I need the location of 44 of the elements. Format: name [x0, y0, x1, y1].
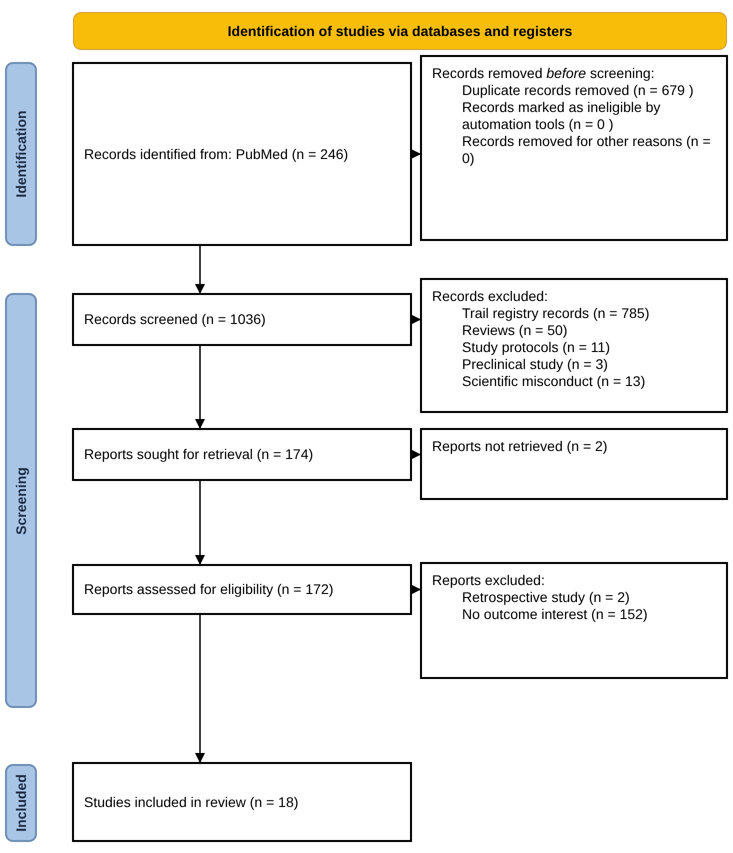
process-box — [72, 762, 412, 842]
list-item: No outcome interest (n = 152) — [461, 606, 649, 623]
box-text: Records excluded: — [432, 288, 549, 305]
box-text: Reports not retrieved (n = 2) — [432, 438, 608, 455]
process-box — [72, 293, 412, 346]
stage-label: Included — [13, 774, 29, 832]
exclusion-box — [420, 428, 728, 500]
list-item: Scientific misconduct (n = 13) — [461, 373, 646, 390]
exclusion-box — [420, 278, 728, 413]
box-text: Records identified from: PubMed (n = 246) — [84, 146, 350, 162]
section-header-bar — [73, 12, 727, 50]
box-text: Reports excluded: — [432, 572, 546, 589]
list-item: Reviews (n = 50) — [461, 322, 568, 339]
list-item: Records removed for other reasons (n = 0) — [461, 133, 712, 167]
stage-band — [5, 62, 37, 246]
list-item: Records marked as ineligible by automation tools (n = 0 ) — [461, 99, 662, 133]
arrow — [411, 450, 421, 460]
arrow — [411, 149, 421, 159]
box-text: Records screened (n = 1036) — [84, 311, 267, 328]
box-text: Reports assessed for eligibility (n = 172) — [84, 581, 334, 598]
arrow — [195, 615, 205, 763]
box-text: Studies included in review (n = 18) — [84, 794, 300, 810]
exclusion-box — [420, 55, 728, 241]
header-text: Identification of studies via databases and registers — [228, 23, 572, 39]
box-text: Records removed before screening: — [432, 65, 656, 82]
arrow — [195, 481, 205, 565]
exclusion-box — [420, 562, 728, 679]
box-text: Reports sought for retrieval (n = 174) — [84, 446, 314, 463]
process-box — [72, 62, 412, 246]
list-item: Retrospective study (n = 2) — [461, 589, 631, 606]
arrow — [411, 314, 421, 324]
arrow — [411, 584, 421, 594]
stage-label: Identification — [13, 110, 29, 198]
list-item: Study protocols (n = 11) — [461, 339, 611, 356]
list-item: Trail registry records (n = 785) — [461, 305, 650, 322]
list-item: Preclinical study (n = 3) — [461, 356, 609, 373]
process-box — [72, 564, 412, 615]
process-box — [72, 428, 412, 481]
stage-label: Screening — [13, 466, 29, 534]
stage-band — [5, 293, 37, 708]
stage-band — [5, 764, 37, 842]
list-item: Duplicate records removed (n = 679 ) — [461, 82, 694, 99]
arrow — [195, 346, 205, 429]
arrow — [195, 246, 205, 294]
